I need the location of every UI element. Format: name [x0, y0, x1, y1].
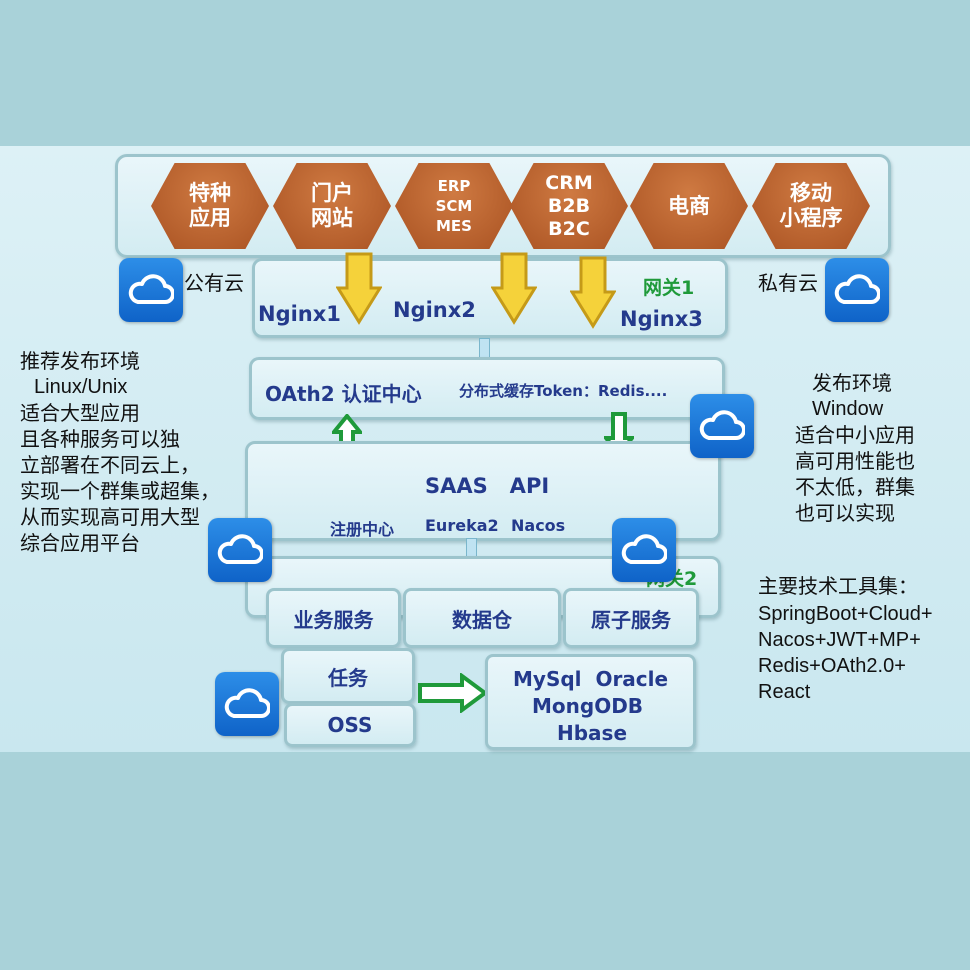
yellow-down-arrow-2 — [491, 252, 537, 325]
left-text-5: 立部署在不同云上， — [20, 453, 200, 477]
auth-cache: 分布式缓存Token：Redis.... — [459, 382, 668, 400]
private-cloud-label: 私有云 — [758, 271, 818, 295]
tools-line-1: SpringBoot+Cloud+ — [758, 603, 933, 625]
nginx2-label: Nginx2 — [393, 298, 476, 322]
left-text-4: 且各种服务可以独 — [20, 427, 180, 451]
left-text-7: 从而实现高可用大型 — [20, 505, 200, 529]
app-hex-erp: ERP SCM MES — [395, 163, 513, 249]
left-text-1: 推荐发布环境 — [20, 349, 140, 373]
cloud-icon-public — [119, 258, 183, 322]
oss-box: OSS — [284, 703, 416, 747]
auth-title: OAth2 认证中心 — [265, 382, 422, 406]
green-right-arrow — [418, 673, 488, 713]
database-line-2: MongODB — [532, 694, 644, 718]
app-hex-special: 特种 应用 — [151, 163, 269, 249]
nacos-label: Nacos — [511, 516, 566, 535]
database-box — [485, 654, 696, 750]
registry-label: 注册中心 — [330, 520, 395, 539]
database-line-3: Hbase — [557, 721, 628, 745]
database-line-1: MySql Oracle — [513, 667, 669, 691]
app-hex-miniprogram: 移动 小程序 — [752, 163, 870, 249]
left-text-3: 适合大型应用 — [20, 401, 140, 425]
eureka-label: Eureka2 — [425, 516, 499, 535]
api-title: SAAS API — [425, 474, 550, 498]
service-datawarehouse: 数据仓 — [403, 588, 561, 648]
app-hex-crm: CRM B2B B2C — [510, 163, 628, 249]
cloud-icon-oss — [215, 672, 279, 736]
nginx1-label: Nginx1 — [258, 302, 341, 326]
left-text-2: Linux/Unix — [34, 376, 128, 398]
left-text-8: 综合应用平台 — [20, 531, 140, 555]
right-text-1: 发布环境 — [812, 371, 892, 395]
service-business: 业务服务 — [266, 588, 401, 648]
right-text-4: 高可用性能也 — [795, 449, 915, 473]
cloud-icon-api-right — [612, 518, 676, 582]
gateway1-label: 网关1 — [643, 277, 695, 299]
task-box: 任务 — [281, 648, 415, 704]
left-text-6: 实现一个群集或超集， — [20, 479, 220, 503]
tools-line-3: Redis+OAth2.0+ — [758, 655, 906, 677]
public-cloud-label: 公有云 — [184, 271, 244, 295]
gateway1-box — [252, 258, 728, 338]
tools-line-4: React — [758, 681, 811, 703]
yellow-down-arrow-3 — [570, 256, 616, 329]
right-text-5: 不太低，群集 — [795, 475, 915, 499]
app-hex-portal: 门户 网站 — [273, 163, 391, 249]
right-text-2: Window — [812, 398, 884, 420]
service-atomic: 原子服务 — [563, 588, 699, 648]
cloud-icon-auth — [690, 394, 754, 458]
app-hex-ecommerce: 电商 — [630, 163, 748, 249]
tools-title: 主要技术工具集： — [758, 574, 918, 598]
tools-line-2: Nacos+JWT+MP+ — [758, 629, 921, 651]
right-text-3: 适合中小应用 — [795, 423, 915, 447]
nginx3-label: Nginx3 — [620, 307, 703, 331]
right-text-6: 也可以实现 — [795, 501, 895, 525]
cloud-icon-api-left — [208, 518, 272, 582]
auth-box — [249, 357, 725, 420]
yellow-down-arrow-1 — [336, 252, 382, 325]
cloud-icon-private — [825, 258, 889, 322]
